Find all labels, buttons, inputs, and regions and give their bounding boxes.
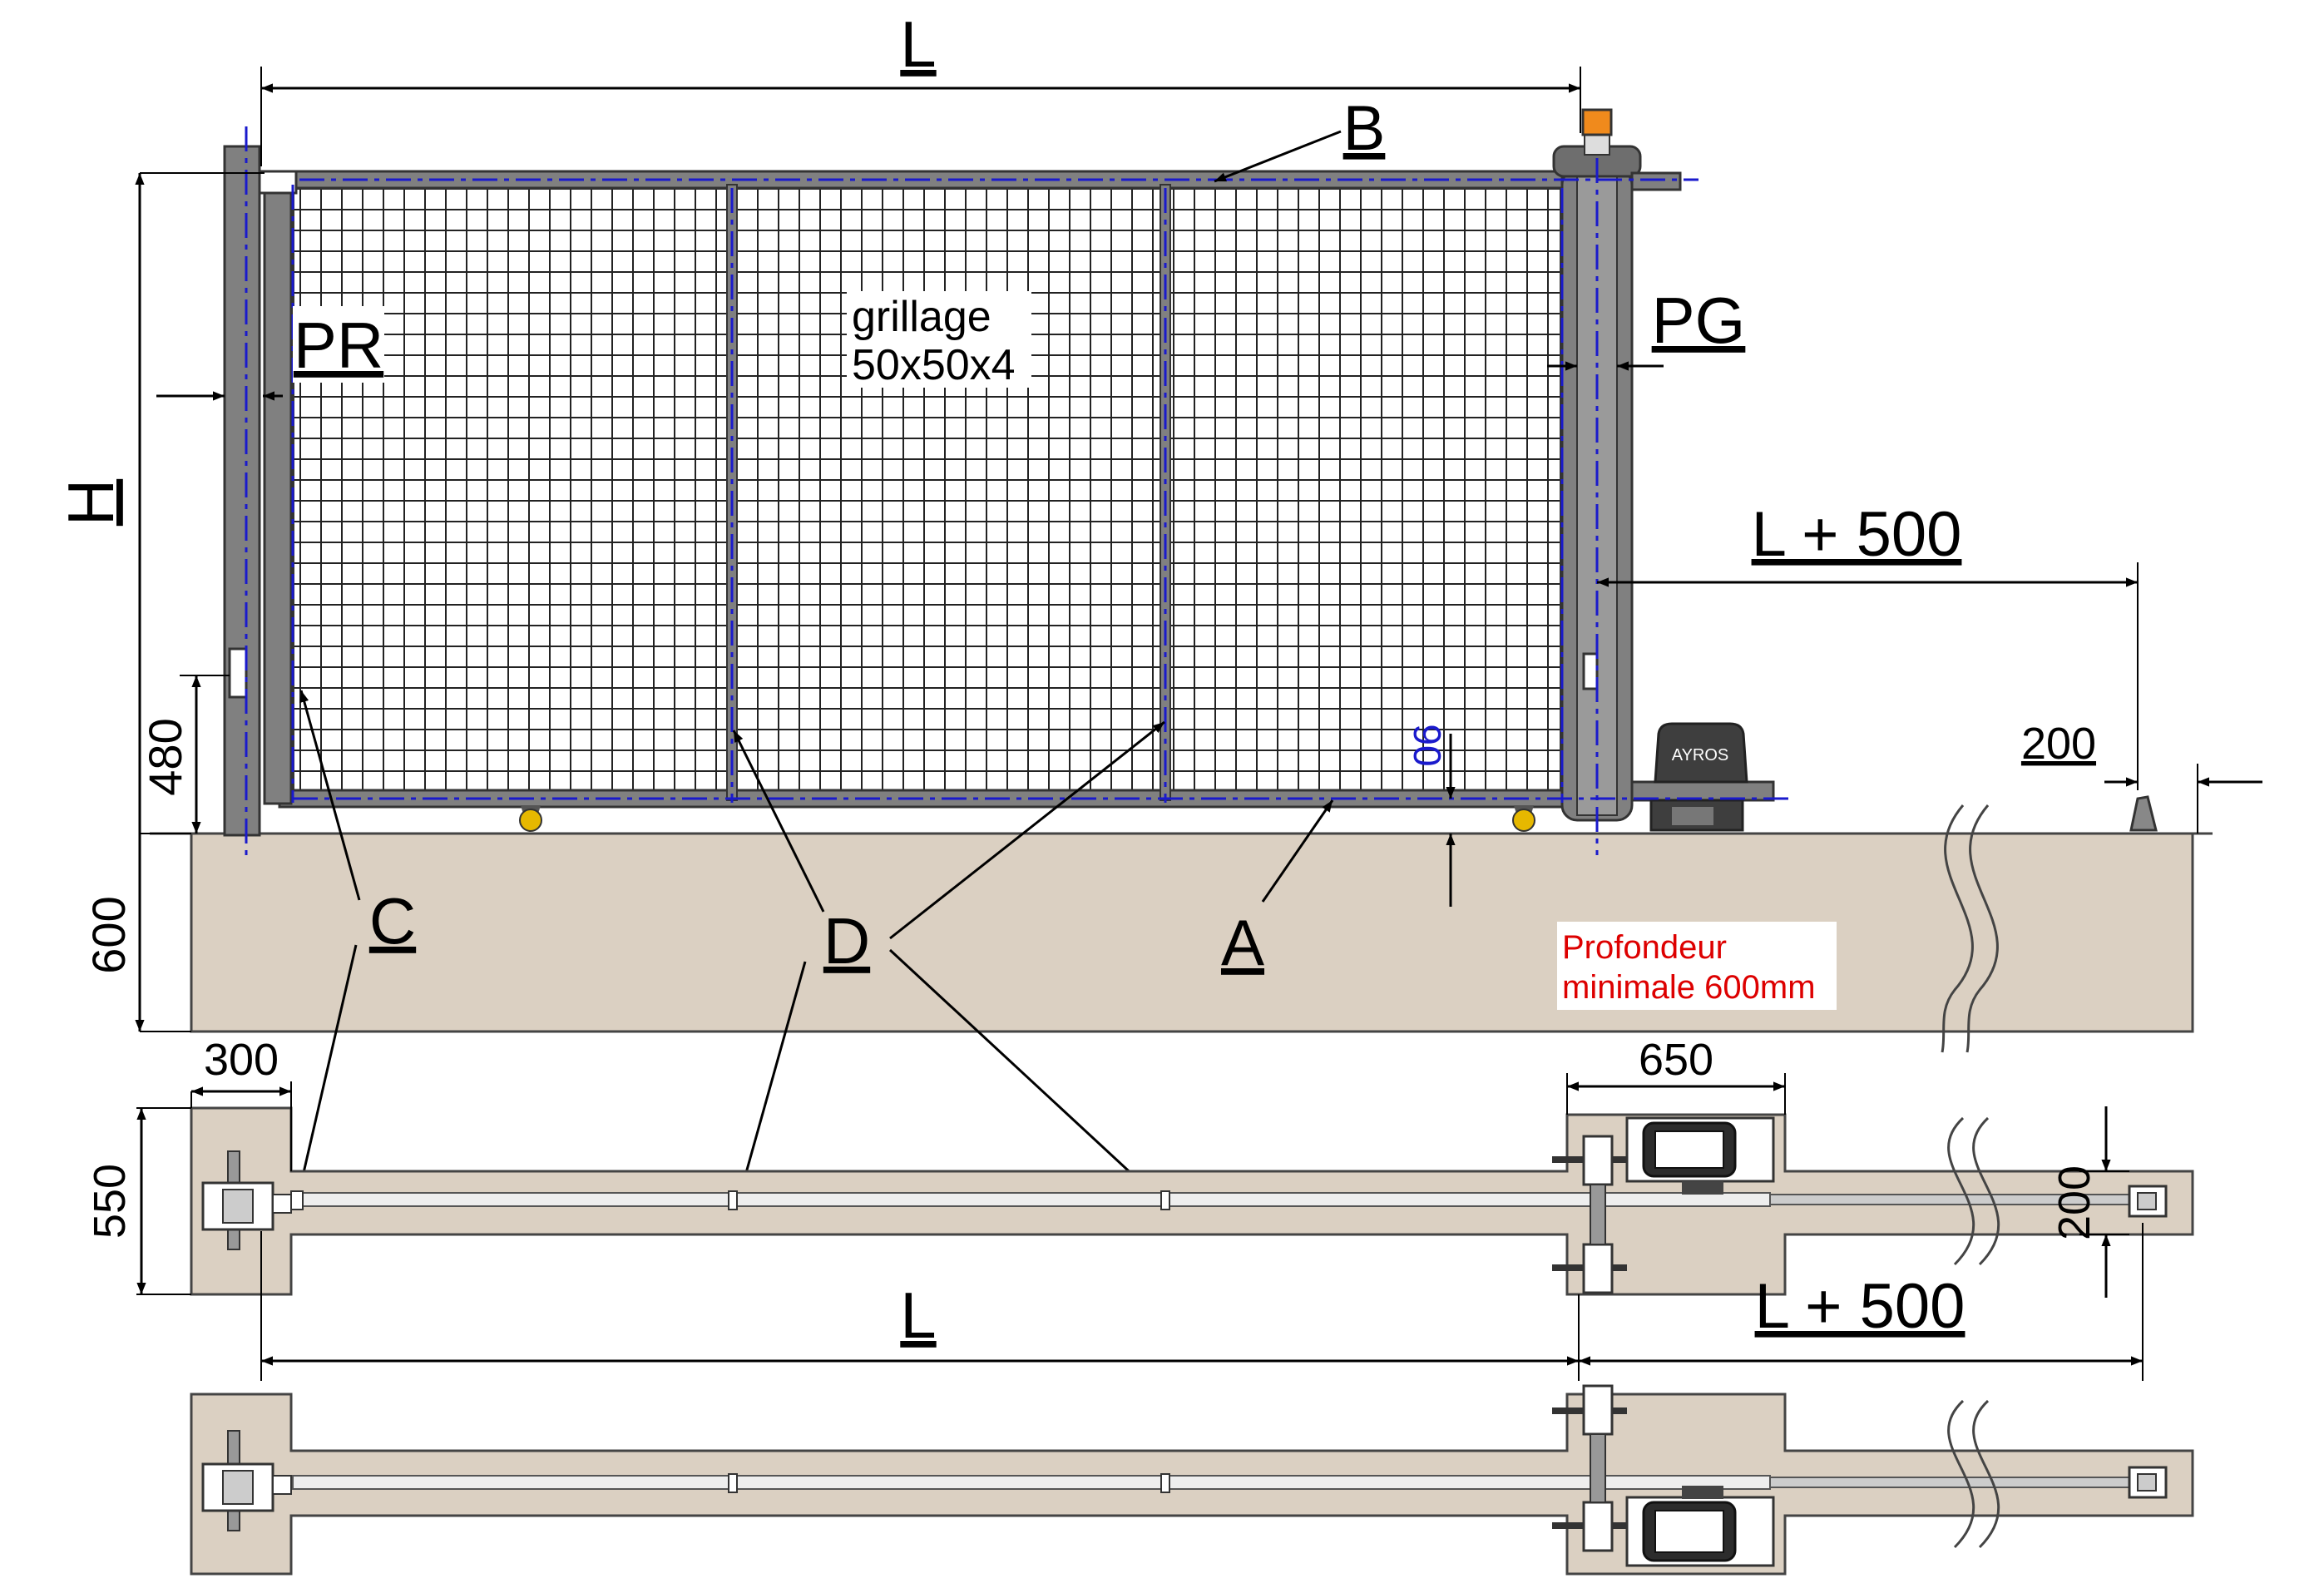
dim-480-label: 480 — [139, 718, 191, 795]
motor-brand: AYROS — [1672, 746, 1729, 764]
plan-view-2 — [190, 1384, 2194, 1576]
break-mark — [1941, 804, 1974, 1053]
foundation — [190, 832, 2194, 1033]
axis-lines — [245, 126, 1788, 855]
receiving-post — [223, 145, 261, 837]
leader-B — [1214, 130, 1342, 183]
label-C: C — [369, 884, 416, 957]
break-mark-2 — [1966, 804, 1999, 1053]
grillage-line1: grillage — [852, 293, 991, 341]
label-90: 90 — [1406, 724, 1449, 766]
grillage-bg — [847, 291, 1031, 388]
gate-left-upright — [263, 170, 293, 805]
top-guide-arm — [1630, 171, 1682, 191]
label-650: 650 — [1639, 1035, 1713, 1085]
label-H: H — [54, 479, 127, 526]
label-200-top: 200 — [2021, 719, 2096, 769]
mesh-panel — [291, 183, 1563, 798]
profondeur-line1: Profondeur — [1562, 929, 1727, 966]
label-B: B — [1343, 93, 1386, 164]
label-550: 550 — [85, 1164, 135, 1239]
guide-lamp-base — [1584, 134, 1610, 156]
end-stop — [2129, 795, 2158, 832]
leaders — [295, 690, 1334, 1201]
top-guide-left — [258, 170, 298, 195]
label-A: A — [1221, 906, 1264, 979]
label-L-top: L — [900, 7, 936, 81]
label-200-plan: 200 — [2050, 1165, 2099, 1240]
label-L-plan: L — [900, 1279, 936, 1352]
label-L500-plan: L + 500 — [1755, 1271, 1966, 1342]
grillage-line2: 50x50x4 — [852, 341, 1016, 389]
wheel-left — [519, 805, 542, 832]
label-300: 300 — [204, 1035, 279, 1085]
profondeur-bg — [1557, 922, 1837, 1010]
label-PG: PG — [1652, 284, 1746, 357]
guide-latch — [1582, 652, 1599, 690]
profondeur-line2: minimale 600mm — [1562, 969, 1816, 1006]
label-D: D — [823, 904, 870, 977]
label-L500-top: L + 500 — [1752, 499, 1962, 570]
motor — [1630, 722, 1775, 832]
dim-600-label: 600 — [82, 896, 135, 973]
label-PR: PR — [294, 309, 383, 382]
warning-lamp — [1581, 108, 1613, 136]
plan-view-1 — [190, 1106, 2194, 1296]
latch — [228, 647, 248, 699]
wheel-right — [1512, 805, 1535, 832]
